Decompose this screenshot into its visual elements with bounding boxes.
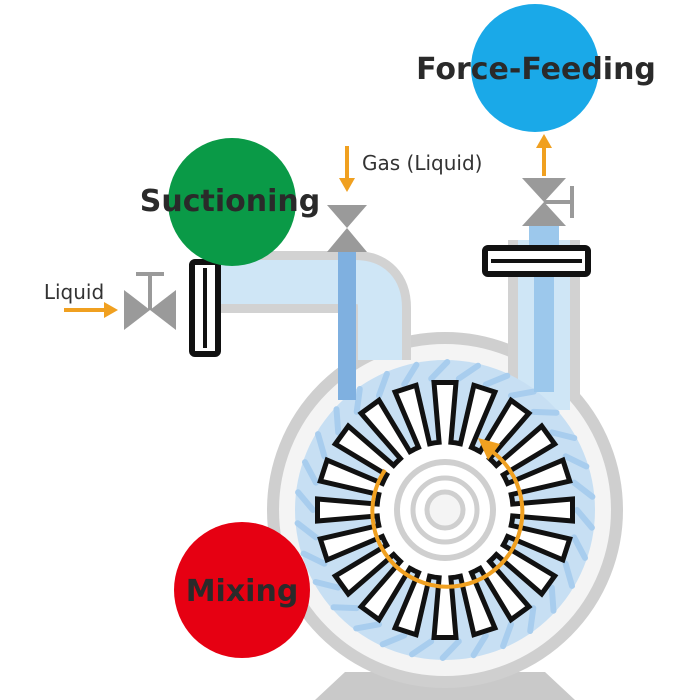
liquid-swirls [294,359,596,661]
liquid-swirl [409,638,435,658]
hub-inner-ring [424,489,466,531]
liquid-swirl [470,632,489,659]
suctioning-label: Suctioning [140,184,320,219]
liquid-swirl [455,362,481,382]
liquid-swirl [376,370,390,399]
gas-liquid-label: Gas (Liquid) [362,151,482,175]
liquid-swirl [379,632,408,648]
discharge-inner-channel [534,262,554,392]
liquid-swirl [527,605,537,634]
liquid-swirl [401,361,420,388]
gas-inlet-valve [327,205,367,252]
force-feeding-label: Force-Feeding [416,52,656,87]
mixing-circle [174,522,310,658]
rotation-arrowhead [478,438,500,460]
liquid-swirl [312,579,342,591]
liquid-label: Liquid [44,280,104,304]
gas-inflow-arrow [339,146,355,192]
liquid-swirl [508,388,537,399]
liquid-swirl [530,408,560,416]
liquid-swirl [302,459,319,486]
mixing-label: Mixing [186,574,299,609]
hub-middle-ring [410,475,480,545]
liquid-inlet-valve [124,272,176,330]
liquid-swirl [571,534,588,561]
liquid-swirl [500,621,514,650]
liquid-swirl [333,406,342,436]
liquid-swirl [562,453,590,470]
rotation-arrow [370,448,525,589]
liquid-swirl [330,604,360,612]
liquid-swirl [571,479,596,500]
liquid-swirl [439,638,462,661]
liquid-swirl [428,359,451,382]
liquid-swirl [295,489,316,513]
liquid-swirl [353,386,363,415]
liquid-swirl [294,520,319,541]
discharge-valve [522,178,574,226]
hub-outer-ring [394,459,496,561]
force-feeding-outflow-arrow [536,134,552,176]
liquid-swirl [574,507,595,531]
liquid-swirl [548,584,557,614]
suctioning-circle [168,138,296,266]
gas-inlet-pipe [338,250,356,400]
liquid-swirl [548,429,578,441]
liquid-swirl [482,372,511,388]
liquid-swirl [562,560,575,589]
liquid-inflow-arrow [64,302,118,318]
liquid-swirl [315,431,328,460]
liquid-swirl [353,621,382,632]
liquid-swirl [300,550,328,567]
force-feeding-circle [471,4,599,132]
